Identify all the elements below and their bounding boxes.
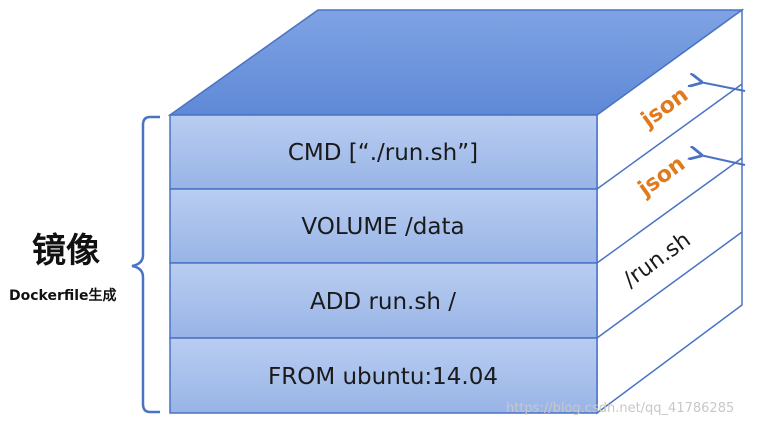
arrow-json-middle	[700, 155, 746, 166]
layer-add	[169, 262, 598, 339]
side-divider	[596, 157, 743, 264]
side-divider	[596, 83, 743, 190]
arrow-json-top	[700, 82, 746, 92]
layer-volume	[169, 188, 598, 264]
dockerfile-subtitle: Dockerfile生成	[9, 287, 117, 304]
layer-from	[169, 337, 598, 414]
front-layers	[169, 114, 598, 414]
side-divider	[596, 231, 743, 339]
image-title: 镜像	[32, 231, 100, 271]
layer-from-label: FROM ubuntu:14.04	[268, 364, 498, 390]
watermark: https://blog.csdn.net/qq_41786285	[506, 401, 734, 416]
layer-volume-label: VOLUME /data	[301, 214, 464, 240]
layer-add-label: ADD run.sh /	[310, 289, 456, 315]
layer-cmd-label: CMD [“./run.sh”]	[288, 140, 478, 166]
left-brace	[131, 115, 160, 414]
